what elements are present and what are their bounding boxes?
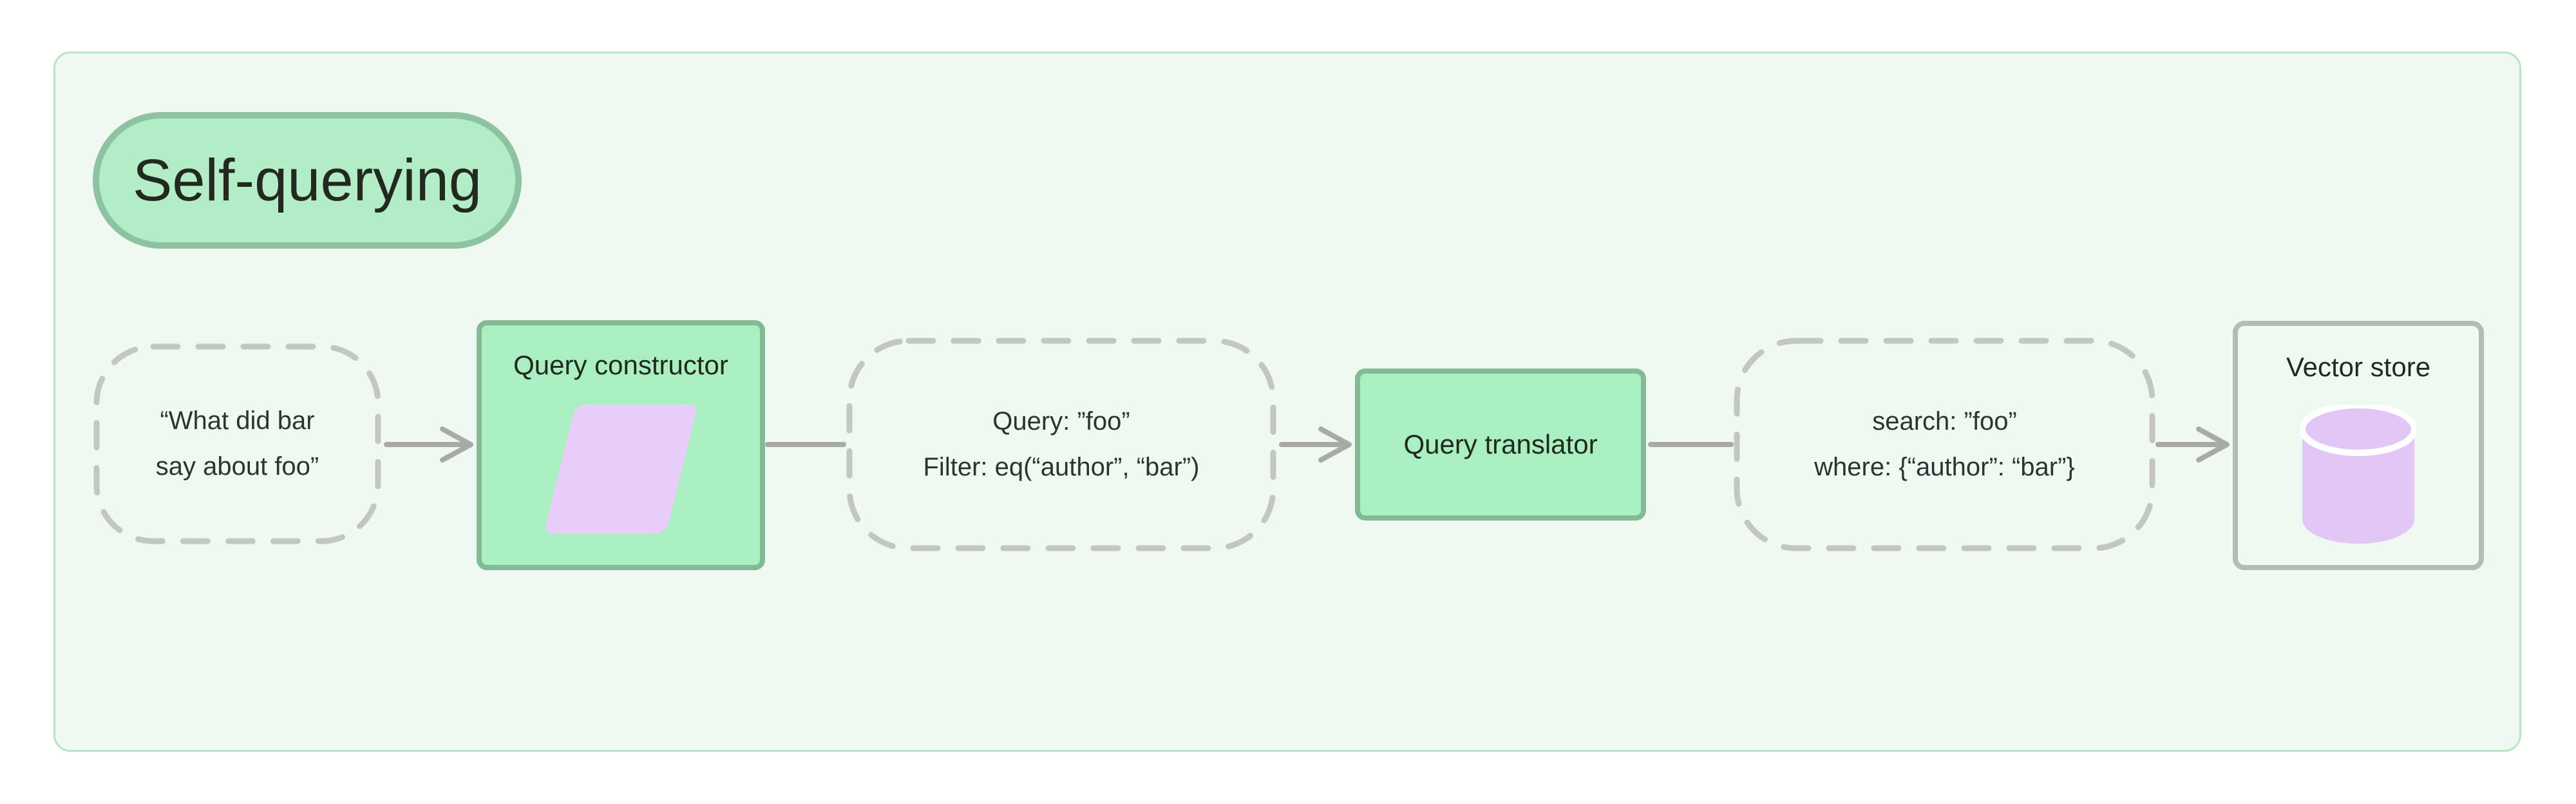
node-structured-query: Query: ”foo” Filter: eq(“author”, “bar”)	[846, 338, 1276, 551]
diagram-title: Self-querying	[132, 147, 482, 213]
parallelogram-icon	[544, 405, 698, 533]
translated-query-line-2: where: {“author”: “bar”}	[1814, 453, 2075, 481]
dashed-border	[93, 343, 381, 544]
user-query-line-1: “What did bar	[160, 407, 315, 435]
dashed-border	[1734, 338, 2155, 551]
query-translator-label: Query translator	[1403, 429, 1598, 459]
node-translated-query: search: ”foo” where: {“author”: “bar”}	[1734, 338, 2155, 551]
database-icon	[2300, 405, 2416, 544]
node-query-translator: Query translator	[1355, 368, 1646, 521]
user-query-line-2: say about foo”	[155, 452, 319, 481]
structured-query-line-2: Filter: eq(“author”, “bar”)	[923, 453, 1200, 481]
diagram-title-badge: Self-querying	[93, 112, 522, 249]
structured-query-line-1: Query: ”foo”	[992, 407, 1130, 436]
node-query-constructor: Query constructor	[477, 320, 765, 570]
node-user-query: “What did bar say about foo”	[93, 343, 381, 544]
vector-store-label: Vector store	[2286, 352, 2431, 382]
node-vector-store: Vector store	[2233, 321, 2484, 570]
translated-query-line-1: search: ”foo”	[1872, 407, 2017, 436]
query-constructor-label: Query constructor	[513, 350, 728, 380]
dashed-border	[846, 338, 1276, 551]
